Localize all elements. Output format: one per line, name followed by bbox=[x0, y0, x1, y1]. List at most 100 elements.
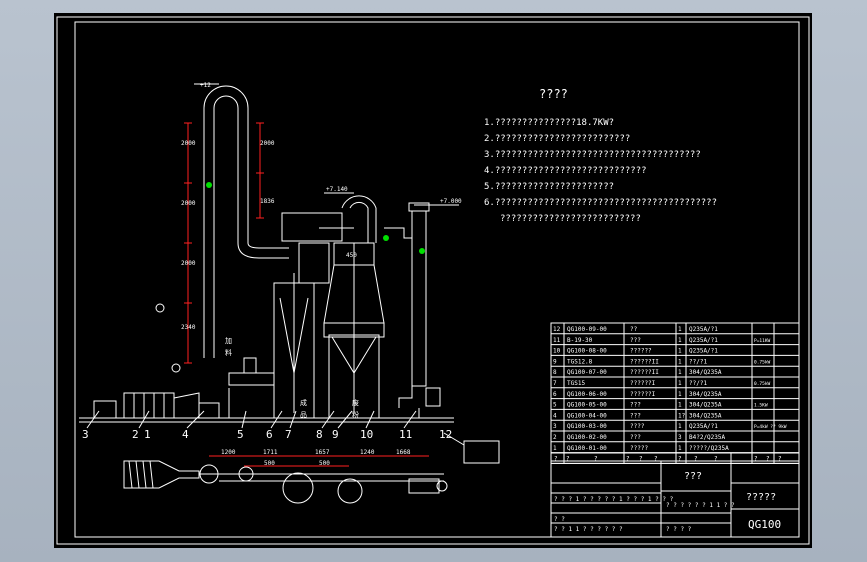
outer-frame bbox=[56, 16, 810, 545]
note-6-cont: ?????????????????????????? bbox=[500, 214, 641, 224]
note-1: 1.???????????????18.7KW? bbox=[484, 118, 614, 128]
bom-cell-mat: ??/?1 bbox=[689, 380, 707, 387]
plan-dim-0: 1200 bbox=[221, 449, 236, 456]
bom-cell-qty: 3 bbox=[678, 434, 682, 441]
bom-cell-code: TGS15 bbox=[567, 380, 585, 387]
bom-cell-qty: 1 bbox=[678, 348, 682, 355]
bom-cell-no: 12 bbox=[553, 326, 561, 333]
bom-cell-qty: 1 bbox=[678, 358, 682, 365]
bom-cell-mat: Q235A/?1 bbox=[689, 326, 718, 333]
callout-9: 9 bbox=[332, 428, 339, 441]
dim-2000-b: 2000 bbox=[181, 200, 196, 207]
bom-cell-name: ??????II bbox=[630, 369, 659, 376]
callout-8: 8 bbox=[316, 428, 323, 441]
dim-2340: 2340 bbox=[181, 324, 196, 331]
bom-cell-code: QG100-05-00 bbox=[567, 402, 607, 409]
bom-cell-mat: 304/Q235A bbox=[689, 391, 722, 398]
main-cyclone bbox=[319, 195, 385, 419]
bom-cell-mat: 304/Q235A bbox=[689, 402, 722, 409]
drawing-code: QG100 bbox=[748, 518, 781, 531]
bom-header-cell: ? bbox=[554, 456, 558, 463]
notes-title: ???? bbox=[539, 87, 568, 101]
title-row-4: ? ? 1 1 ? ? ? ? ? ? bbox=[554, 526, 623, 533]
bom-cell-name: ?? bbox=[630, 326, 638, 333]
bom-cell-name: ??????I bbox=[630, 380, 656, 387]
callout-leaders bbox=[86, 410, 465, 446]
exhaust-tower bbox=[384, 202, 441, 418]
bom-header-cell: ? bbox=[678, 456, 682, 463]
label-waste-1: 废 bbox=[352, 398, 359, 407]
callout-4: 4 bbox=[182, 428, 189, 441]
bom-cell-note: P=4kW ?? 9kW bbox=[754, 424, 787, 430]
separator-unit bbox=[273, 212, 343, 419]
drawing-sheet: 2000 2000 2000 2340 2000 1836 +12 +7.140… bbox=[54, 13, 812, 548]
callout-2: 2 bbox=[132, 428, 139, 441]
note-5: 5.?????????????????????? bbox=[484, 182, 614, 192]
bom-cell-mat: ??/?1 bbox=[689, 358, 707, 365]
bom-cell-mat: Q235A/?1 bbox=[689, 423, 718, 430]
bom-cell-note: P=11KW bbox=[754, 338, 771, 344]
dim-2000-d: 2000 bbox=[260, 140, 275, 147]
dim-1836: 1836 bbox=[260, 198, 275, 205]
plan-dim-2: 500 bbox=[264, 460, 275, 467]
riser-pipe bbox=[203, 85, 289, 358]
bom-cell-no: 10 bbox=[553, 348, 561, 355]
bom-cell-qty: 1 bbox=[678, 391, 682, 398]
dim-2000-a: 2000 bbox=[181, 140, 196, 147]
note-2: 2.????????????????????????? bbox=[484, 134, 630, 144]
bom-cell-name: ???? bbox=[630, 423, 645, 430]
bom-cell-no: 3 bbox=[553, 423, 557, 430]
bom-cell-name: ??????II bbox=[630, 358, 659, 365]
title-row-5: ? ? ? ? bbox=[666, 526, 692, 533]
plan-dim-5: 1240 bbox=[360, 449, 375, 456]
label-product-2: 品 bbox=[300, 411, 307, 419]
dim-450: 450 bbox=[346, 252, 357, 259]
dim-2000-c: 2000 bbox=[181, 260, 196, 267]
bom-cell-code: QG100-07-00 bbox=[567, 369, 607, 376]
bom-cell-qty: 1 bbox=[678, 337, 682, 344]
bom-cell-no: 7 bbox=[553, 380, 557, 387]
title-org: ????? bbox=[746, 492, 776, 503]
callout-5: 5 bbox=[237, 428, 244, 441]
title-block bbox=[550, 452, 800, 538]
bom-cell-code: B-19-30 bbox=[567, 337, 593, 344]
bom-cell-code: QG100-01-00 bbox=[567, 445, 607, 452]
label-product-1: 成 bbox=[300, 398, 307, 407]
note-6: 6.??????????????????????????????????????… bbox=[484, 198, 717, 208]
bom-cell-mat: ?????/Q235A bbox=[689, 445, 729, 452]
dimension-chain-right bbox=[256, 122, 264, 219]
bom-cell-name: ?????? bbox=[630, 348, 652, 355]
bom-header-cell: ? bbox=[694, 456, 698, 463]
bom-cell-code: QG100-03-00 bbox=[567, 423, 607, 430]
title-name: ??? bbox=[684, 471, 702, 482]
note-3: 3.?????????????????????????????????????? bbox=[484, 150, 701, 160]
bom-header-cell: ? bbox=[754, 456, 758, 463]
inner-frame bbox=[74, 21, 800, 538]
label-feed-2: 料 bbox=[225, 348, 232, 357]
bom-header-cell: ? bbox=[566, 456, 570, 463]
dimension-chain-left bbox=[184, 122, 192, 364]
elev-top: +12 bbox=[200, 82, 211, 89]
bom-header-cell: ? bbox=[594, 456, 598, 463]
title-row-1: ? ? ? 1 ? ? ? ? ? 1 ? ? ? 1 ? ? ? bbox=[554, 496, 674, 503]
bom-cell-mat: B4?2/Q235A bbox=[689, 434, 726, 441]
bom-cell-qty: 1 bbox=[678, 423, 682, 430]
elev-mid: +7.140 bbox=[326, 186, 348, 193]
bom-cell-name: ??? bbox=[630, 412, 641, 419]
callout-10: 10 bbox=[360, 428, 373, 441]
bom-cell-qty: 1 bbox=[678, 326, 682, 333]
label-feed-1: 加 bbox=[225, 336, 232, 345]
bom-cell-qty: 1 bbox=[678, 380, 682, 387]
bom-cell-qty: 1? bbox=[678, 412, 686, 419]
bom-cell-code: TGS12.8 bbox=[567, 358, 593, 365]
bom-header-cell: ? bbox=[654, 456, 658, 463]
bom-cell-no: 1 bbox=[553, 445, 557, 452]
title-row-3: ? ? bbox=[554, 516, 565, 523]
bom-cell-no: 8 bbox=[553, 369, 557, 376]
plan-dim-6: 1668 bbox=[396, 449, 411, 456]
bom-header-cell: ? bbox=[626, 456, 630, 463]
bom-header-cell: ? bbox=[766, 456, 770, 463]
bom-cell-mat: Q235A/?1 bbox=[689, 337, 718, 344]
bom-cell-code: QG100-06-00 bbox=[567, 391, 607, 398]
